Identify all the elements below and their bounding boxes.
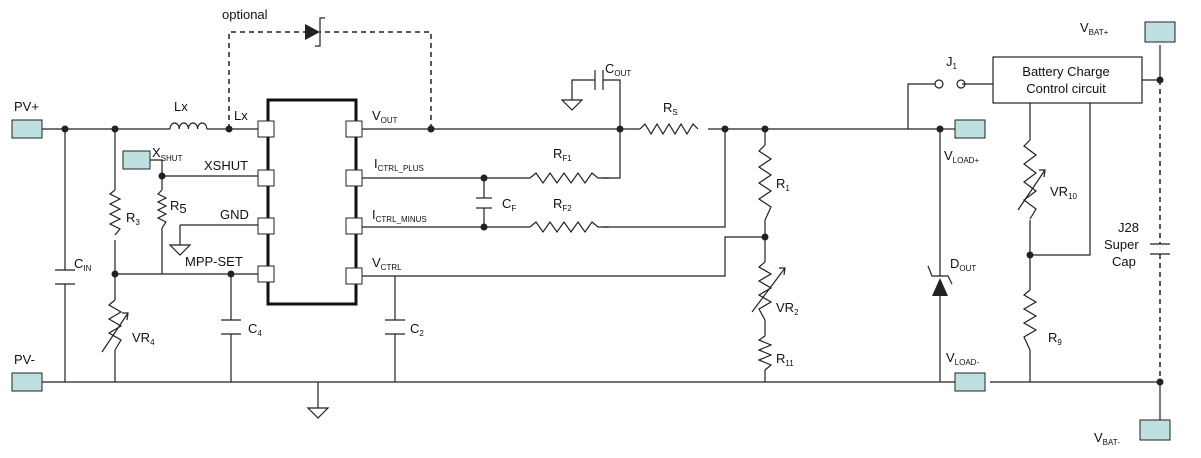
vbat-plus-terminal[interactable] — [1144, 21, 1176, 43]
ictrl-minus-pin-label: ICTRL_MINUS — [372, 207, 427, 224]
gnd-pin-label: GND — [220, 207, 249, 222]
pin-xshut — [257, 169, 275, 187]
pin-vout — [345, 120, 363, 138]
lx-pin-label: Lx — [234, 108, 248, 123]
terminals — [11, 21, 1176, 441]
vout-pin-label: VOUT — [372, 108, 398, 125]
cf-label: CF — [502, 196, 516, 213]
pin-ictrl-minus — [345, 217, 363, 235]
vload-plus-terminal[interactable] — [954, 119, 986, 139]
vbat-minus-terminal[interactable] — [1139, 419, 1171, 441]
lx-inductor-label: Lx — [174, 99, 188, 114]
cout-label: COUT — [605, 61, 631, 78]
pv-plus-label: PV+ — [14, 99, 39, 114]
supercap-line1: J28 — [1118, 220, 1139, 235]
vctrl-pin-label: VCTRL — [372, 255, 402, 272]
optional-schottky-diode — [305, 17, 325, 47]
vload-minus-label: VLOAD- — [946, 350, 979, 367]
rs-label: RS — [663, 100, 678, 117]
junction-dots — [61, 76, 1164, 386]
capacitors — [55, 70, 1170, 382]
battery-box-line1: Battery Charge — [1022, 64, 1109, 79]
pin-gnd — [257, 217, 275, 235]
xshut-terminal-label: XSHUT — [152, 145, 183, 163]
xshut-terminal[interactable] — [122, 150, 151, 170]
r9-label: R9 — [1048, 330, 1062, 347]
rf1-label: RF1 — [553, 146, 572, 163]
r11-label: R11 — [776, 351, 794, 368]
dout-label: DOUT — [950, 256, 976, 273]
optional-label: optional — [222, 7, 268, 22]
xshut-pin-label: XSHUT — [204, 158, 248, 173]
c4-label: C4 — [248, 321, 262, 338]
pin-mpp-set — [257, 265, 275, 283]
r5-label: R5 — [170, 198, 187, 216]
pv-plus-terminal[interactable] — [11, 119, 43, 139]
labels: optional PV+ PV- Lx Lx XSHUT XSHUT GND M… — [14, 7, 1139, 447]
resistors — [101, 122, 1046, 371]
dout-zener-diode — [927, 260, 953, 315]
pin-ictrl-plus — [345, 169, 363, 187]
pv-minus-label: PV- — [14, 352, 35, 367]
battery-charge-control-box: Battery Charge Control circuit — [992, 56, 1143, 104]
vr10-label: VR10 — [1050, 184, 1078, 201]
j1-label: J1 — [946, 54, 958, 71]
pv-minus-terminal[interactable] — [11, 372, 43, 392]
ictrl-plus-pin-label: ICTRL_PLUS — [374, 156, 424, 173]
cin-label: CIN — [74, 256, 92, 273]
vr4-label: VR4 — [132, 330, 155, 347]
supercap-line2: Super — [1104, 237, 1139, 252]
pin-lx — [257, 120, 275, 138]
battery-box-line2: Control circuit — [1026, 81, 1106, 96]
wires — [42, 31, 1161, 420]
vbat-minus-label: VBAT- — [1094, 430, 1120, 447]
c2-label: C2 — [410, 321, 424, 338]
pin-vctrl — [345, 267, 363, 285]
ground-symbols — [168, 99, 584, 419]
supercap-line3: Cap — [1112, 254, 1136, 269]
vbat-plus-label: VBAT+ — [1080, 20, 1109, 37]
inductor-lx — [169, 122, 208, 130]
jumper-j1 — [934, 79, 966, 89]
vload-minus-terminal[interactable] — [954, 372, 986, 392]
vload-plus-label: VLOAD+ — [944, 148, 979, 165]
r3-label: R3 — [126, 210, 140, 227]
vr2-label: VR2 — [776, 300, 799, 317]
controller-ic — [257, 98, 363, 306]
rf2-label: RF2 — [553, 196, 572, 213]
mpp-set-pin-label: MPP-SET — [185, 254, 243, 269]
r1-label: R1 — [776, 176, 790, 193]
